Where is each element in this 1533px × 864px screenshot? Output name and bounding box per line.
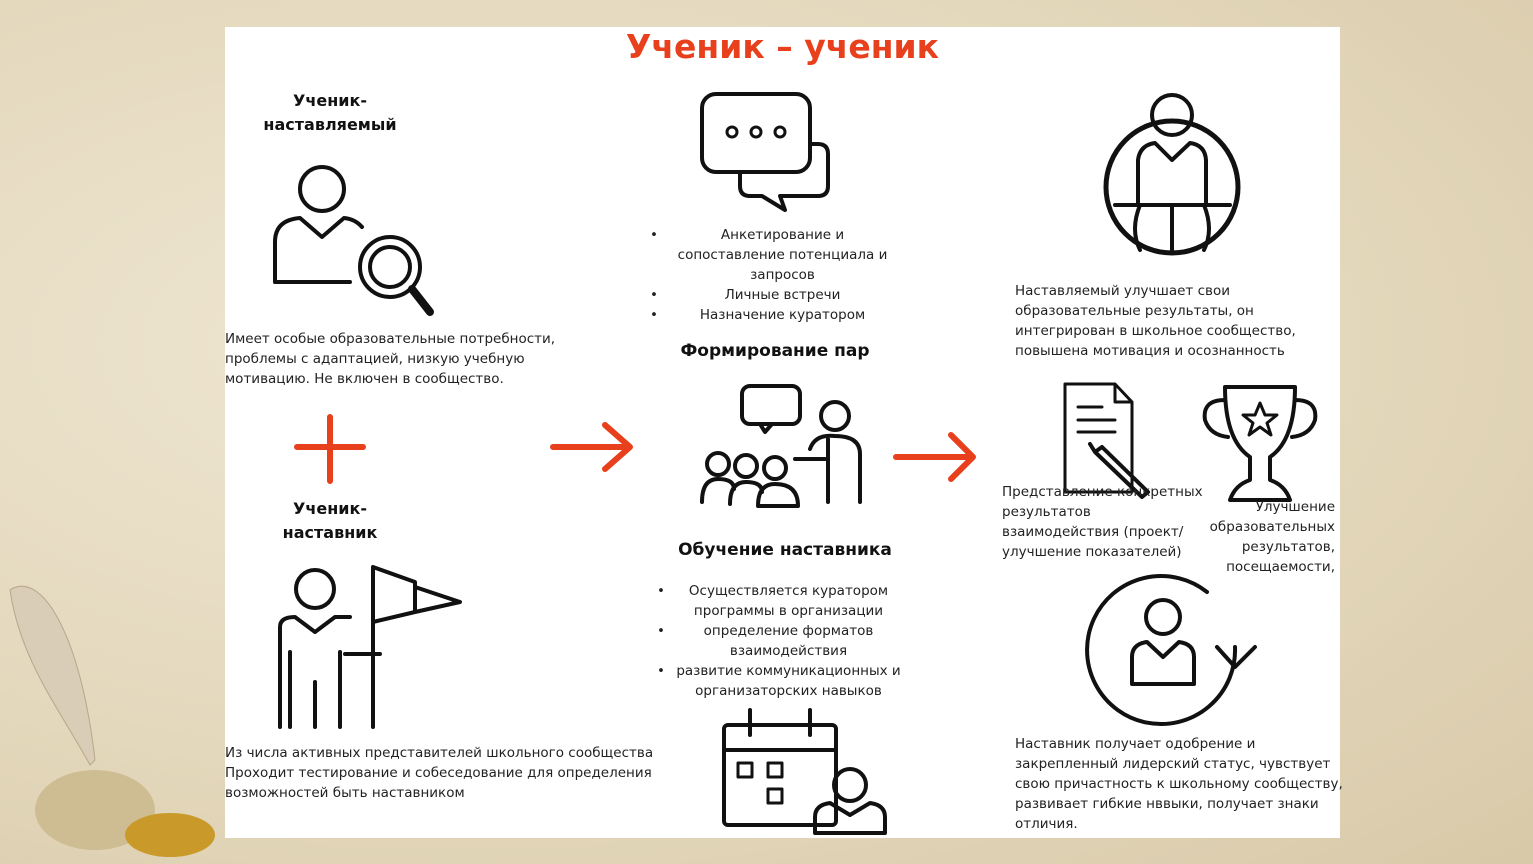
bullet-item: Назначение куратором [650,305,895,325]
arrow-right-icon [550,422,633,472]
mentee-description: Имеет особые образовательные потребности… [225,331,556,387]
arrow-right-icon [893,432,976,482]
pairing-bullets: Анкетирование и сопоставление потенциала… [650,225,895,325]
bullet-item: развитие коммуникационных и организаторс… [657,661,902,701]
bullet-item: Анкетирование и сопоставление потенциала… [650,225,895,285]
chat-bubbles-icon [700,92,830,212]
mentee-heading-line1: Ученик- [293,91,367,110]
training-bullets: Осуществляется куратором программы в орг… [657,581,902,701]
person-search-icon [273,165,434,316]
mentor-heading-line1: Ученик- [293,499,367,518]
bullet-item: определение форматов взаимодействия [657,621,902,661]
person-globe-icon [1103,93,1241,256]
bullet-item: Осуществляется куратором программы в орг… [657,581,902,621]
presentation-text: Представление конкретных результатов вза… [1002,484,1203,560]
mentor-heading: Ученик- наставник [255,497,405,545]
trophy-star-icon [1202,385,1318,502]
quill-inkwell-icon [9,585,215,857]
document-pen-icon [1063,382,1150,499]
bullet-item: Личные встречи [650,285,895,305]
slide-title: Ученик – ученик [625,27,940,66]
person-flag-icon [278,565,462,729]
person-cycle-icon [1085,574,1257,726]
slide-panel: Ученик – ученик Ученик- наставляемый Име… [225,27,1343,838]
mentee-heading: Ученик- наставляемый [255,89,405,137]
mentor-result: Наставник получает одобрение и закреплен… [1015,736,1343,832]
mentor-description: Из числа активных представителей школьно… [225,745,654,801]
calendar-person-icon [722,708,887,835]
group-meeting-icon [700,384,862,508]
training-heading: Обучение наставника [678,540,892,560]
mentee-heading-line2: наставляемый [263,115,397,134]
improvement-text: Улучшение образовательных результатов, п… [1209,499,1335,575]
pairing-heading: Формирование пар [680,341,870,361]
plus-icon [294,414,366,484]
mentee-result: Наставляемый улучшает свои образовательн… [1015,283,1296,359]
mentor-heading-line2: наставник [282,523,378,542]
